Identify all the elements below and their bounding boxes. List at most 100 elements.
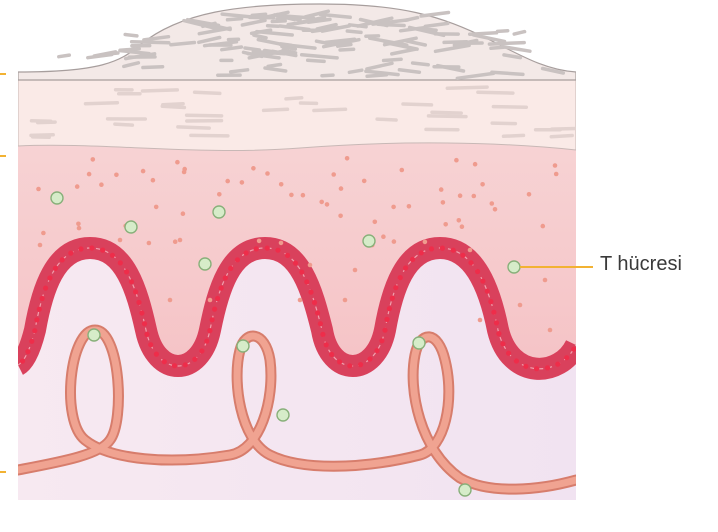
dermis-dot [460,224,465,229]
dermis-dot [439,187,444,192]
basal-nucleus [367,356,372,361]
dermis-dot [279,241,284,246]
basal-nucleus [440,246,445,251]
keratin-strand [143,67,163,68]
basal-nucleus [78,246,83,251]
basal-nucleus [228,266,233,271]
basal-nucleus [204,339,209,344]
stratum-strand [478,92,513,93]
dermis-dot [472,194,477,199]
stratum-strand [115,124,132,125]
dermis-dot [147,241,152,246]
basal-nucleus [148,342,153,347]
dermis-dot [118,238,123,243]
dermis-dot [173,239,178,244]
basal-nucleus [183,362,188,367]
stratum-strand [377,119,396,120]
dermis-dot [240,180,245,185]
basal-nucleus [451,248,456,253]
basal-nucleus [136,300,141,305]
basal-nucleus [514,358,519,363]
basal-nucleus [571,347,576,352]
dermis-dot [443,222,448,227]
basal-nucleus [53,266,58,271]
basal-nucleus [299,270,304,275]
basal-nucleus [118,260,123,265]
basal-nucleus [265,246,270,251]
stratum-strand [178,127,209,128]
basal-nucleus [68,251,73,256]
keratin-strand [399,70,419,72]
dermis-dot [553,163,558,168]
dermis-dot [225,179,230,184]
stratum-strand [314,109,346,110]
dermis-dot [208,298,213,303]
basal-nucleus [215,296,220,301]
dermis-dot [473,162,478,167]
basal-nucleus [480,279,485,284]
basal-nucleus [47,275,52,280]
basal-nucleus [329,352,334,357]
dermis-dot [554,172,559,177]
basal-nucleus [384,317,389,322]
dermis-dot [178,238,183,243]
basal-nucleus [110,253,115,258]
basal-nucleus [25,349,30,354]
keratin-strand [272,21,285,22]
basal-nucleus [100,248,105,253]
dermis-dot [298,298,303,303]
basal-nucleus [419,250,424,255]
stratum-strand [195,92,220,93]
basal-nucleus [285,253,290,258]
basal-nucleus [324,342,329,347]
dermis-dot [265,171,270,176]
dermis-dot [154,205,159,210]
basal-nucleus [20,359,25,364]
basal-nucleus [139,310,144,315]
dermis-dot [257,239,262,244]
basal-nucleus [223,275,228,280]
dermis-dot [468,248,473,253]
basal-nucleus [475,269,480,274]
basal-nucleus [37,307,42,312]
dermis-dot [77,226,82,231]
dermis-dot [541,224,546,229]
basal-nucleus [500,341,505,346]
dermis-dot [36,187,41,192]
keratin-strand [421,13,448,17]
basal-nucleus [32,328,37,333]
basal-nucleus [219,286,224,291]
keratin-strand [378,24,404,25]
dermis-dot [279,182,284,187]
dermis-dot [289,193,294,198]
basal-nucleus [43,286,48,291]
basal-nucleus [212,307,217,312]
stratum-strand [187,115,222,116]
keratin-strand [268,26,279,27]
layer-ticks [0,74,6,472]
basal-nucleus [485,289,490,294]
keratin-strand [132,42,169,43]
basal-nucleus [254,246,259,251]
dermis-dot [343,298,348,303]
stratum-strand [143,90,178,91]
basal-nucleus [488,299,493,304]
basal-nucleus [545,365,550,370]
basal-nucleus [468,260,473,265]
dermis-dot [527,192,532,197]
dermis-dot [319,200,324,205]
basal-nucleus [506,351,511,356]
t-cell-label: T hücresi [600,254,682,274]
keratin-strand [492,72,523,74]
basal-nucleus [564,355,569,360]
basal-nucleus [382,328,387,333]
dermis-dot [91,157,96,162]
basal-nucleus [387,306,392,311]
stratum-strand [162,106,184,107]
keratin-strand [252,14,265,15]
keratin-strand [498,31,508,32]
dermis-dot [454,158,459,163]
dermis-dot [457,218,462,223]
basal-nucleus [192,357,197,362]
basal-nucleus [496,331,501,336]
